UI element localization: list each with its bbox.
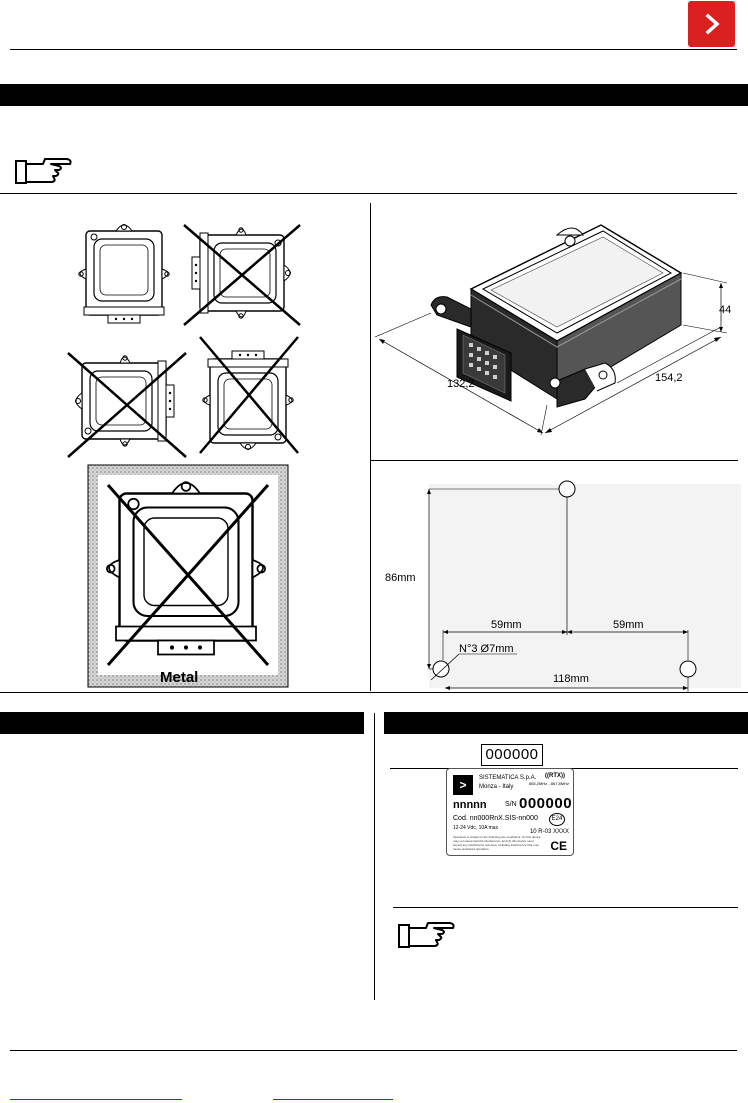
plate-model: nnnnn — [453, 799, 487, 811]
section-header-bar — [0, 84, 748, 106]
mount-left-span-label: 59mm — [491, 619, 522, 631]
right-section-bar — [384, 712, 748, 734]
dim-length-label: 132,2 — [447, 378, 475, 390]
install-orientation-panel: Metal — [0, 195, 370, 691]
plate-code: Cod. nn000RnX.SIS-nn000 — [453, 815, 538, 822]
plate-voltage: 12-24 Vdc, 10A max — [453, 825, 499, 831]
plate-frequency: 865,2MHz - 867,8MHz — [528, 781, 569, 786]
serial-number-box: 000000 — [481, 744, 543, 766]
dim-width-label: 154,2 — [655, 372, 683, 384]
footer-rule — [10, 1050, 737, 1051]
mount-holes-label: N°3 Ø7mm — [459, 643, 514, 655]
header-rule — [10, 49, 737, 50]
dimensions-panel: 44 132,2 154,2 — [371, 203, 748, 459]
plate-rtx: ((RTX)) — [545, 773, 565, 779]
brand-logo — [688, 1, 735, 47]
note-pointing-hand-icon — [15, 156, 73, 191]
plate-city: Monza - Italy — [479, 784, 514, 790]
product-label-plate: > SISTEMATICA S.p.A. Monza - Italy ((RTX… — [446, 768, 574, 856]
panel-bottom-rule — [0, 692, 748, 693]
mounting-hole-panel: 86mm 59mm 59mm N°3 Ø7mm 118mm — [371, 470, 748, 692]
label-note-pointing-hand-icon — [398, 920, 456, 955]
mount-right-span-label: 59mm — [613, 619, 644, 631]
right-panel-split — [371, 460, 738, 461]
chevron-right-icon — [705, 13, 720, 35]
plate-logo: > — [453, 775, 473, 795]
plate-approval: 10 R-03 XXXX — [529, 829, 569, 835]
dim-height-label: 44 — [719, 304, 732, 316]
plate-e-mark: E24 — [549, 813, 565, 826]
footer-link-2[interactable] — [273, 1099, 393, 1100]
note-rule — [0, 193, 737, 194]
label-note-rule — [393, 907, 738, 908]
plate-ce-mark: CE — [550, 839, 567, 853]
left-section-bar — [0, 712, 364, 734]
ecu-correct-orientation — [78, 223, 170, 324]
plate-sn-label: S/N — [505, 801, 517, 808]
plate-fine-print: Operation is subject to the following tw… — [453, 835, 541, 851]
panel-divider — [370, 203, 371, 691]
mount-vertical-label: 86mm — [385, 572, 416, 584]
plate-sn-value: 000000 — [519, 795, 573, 812]
lower-divider — [374, 713, 375, 1000]
metal-label: Metal — [160, 669, 199, 686]
plate-company: SISTEMATICA S.p.A. — [479, 775, 537, 781]
mount-total-label: 118mm — [553, 673, 589, 685]
footer-link-1[interactable] — [10, 1099, 182, 1100]
